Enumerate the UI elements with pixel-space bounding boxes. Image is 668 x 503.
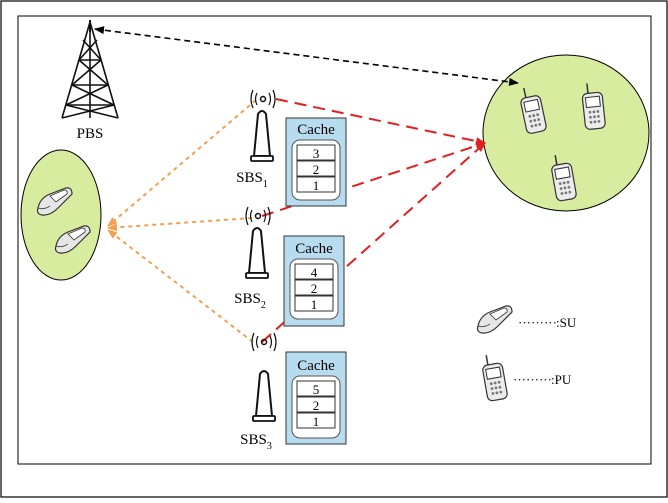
sbs2-cache-title: Cache bbox=[295, 241, 333, 257]
sbs3-signal-icon bbox=[251, 332, 277, 352]
svg-text:SBS1: SBS1 bbox=[236, 170, 268, 190]
pbs-label: PBS bbox=[77, 126, 104, 142]
sbs3-slot-2: 2 bbox=[313, 398, 320, 413]
sbs2-tower-icon bbox=[245, 227, 269, 279]
sbs3-slot-1: 5 bbox=[313, 382, 320, 397]
svg-text:·········: ········· bbox=[513, 372, 552, 387]
sbs3-slot-3: 1 bbox=[313, 414, 320, 429]
sbs2-slot-3: 1 bbox=[311, 297, 318, 312]
sbs1-group: SBS1 Cache 3 2 1 bbox=[236, 89, 347, 207]
sbs1-to-pu-link bbox=[275, 98, 486, 146]
sbs2-slot-2: 2 bbox=[311, 281, 318, 296]
legend-pu-icon bbox=[479, 351, 509, 403]
sbs2-group: SBS2 Cache 4 2 1 bbox=[234, 206, 345, 327]
sbs1-cache-title: Cache bbox=[297, 122, 335, 138]
legend-pu-label: :PU bbox=[551, 372, 572, 387]
legend-su-label: :SU bbox=[556, 315, 577, 330]
svg-text:SBS3: SBS3 bbox=[240, 432, 272, 452]
svg-text:·········: ········· bbox=[518, 315, 557, 330]
legend-su-icon bbox=[476, 305, 513, 334]
sbs2-to-su-link bbox=[107, 217, 253, 232]
sbs1-subscript: 1 bbox=[263, 179, 268, 190]
sbs3-cache-title: Cache bbox=[297, 358, 335, 374]
secondary-user-cluster bbox=[20, 149, 102, 281]
sbs3-group: SBS3 Cache 5 2 1 bbox=[240, 332, 347, 452]
sbs3-tower-icon bbox=[252, 370, 276, 422]
sbs2-label: SBS bbox=[234, 291, 261, 307]
inner-frame bbox=[17, 15, 652, 465]
sbs1-slot-3: 1 bbox=[313, 178, 320, 193]
sbs1-slot-1: 3 bbox=[313, 146, 320, 161]
sbs2-signal-icon bbox=[245, 206, 271, 226]
sbs1-to-su-link bbox=[107, 99, 257, 227]
pbs-to-pu-link bbox=[94, 26, 519, 86]
sbs3-label: SBS bbox=[240, 432, 267, 448]
sbs1-signal-icon bbox=[250, 89, 276, 109]
pbs-tower-icon bbox=[61, 20, 119, 119]
sbs1-slot-2: 2 bbox=[313, 162, 320, 177]
sbs2-subscript: 2 bbox=[261, 300, 266, 311]
sbs3-subscript: 3 bbox=[267, 441, 272, 452]
sbs2-slot-1: 4 bbox=[311, 265, 318, 280]
sbs1-tower-icon bbox=[250, 110, 274, 162]
sbs3-to-su-link bbox=[107, 229, 254, 343]
sbs1-label: SBS bbox=[236, 170, 263, 186]
svg-text:SBS2: SBS2 bbox=[234, 291, 266, 311]
